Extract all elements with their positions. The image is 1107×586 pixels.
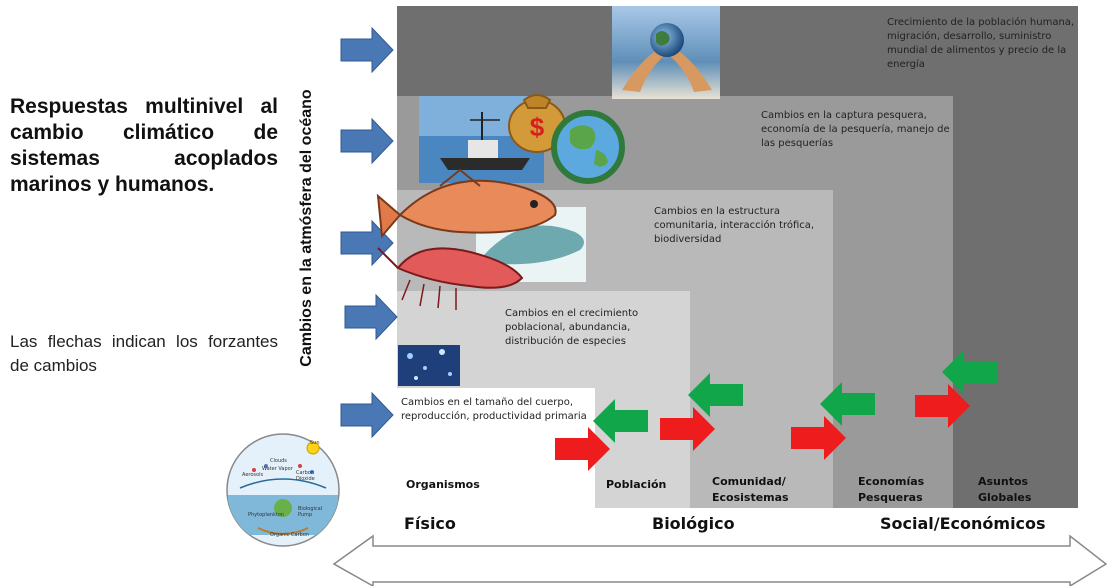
fish-icon bbox=[376, 168, 557, 239]
water-cycle-icon bbox=[226, 433, 340, 547]
hands-globe-icon bbox=[612, 6, 720, 99]
green-arrow-2 bbox=[688, 373, 743, 417]
blue-arrow-fisheries bbox=[340, 117, 394, 165]
blue-arrow-organisms bbox=[340, 391, 394, 439]
blue-arrow-global bbox=[340, 26, 394, 74]
level-organisms-text: Cambios en el tamaño del cuerpo, reprodu… bbox=[401, 397, 587, 422]
category-biological: Biológico bbox=[652, 514, 735, 533]
red-arrow-3 bbox=[791, 416, 846, 460]
blue-arrow-population bbox=[344, 293, 398, 341]
diagram-title: Respuestas multinivel al cambio climátic… bbox=[10, 95, 278, 196]
red-arrow-2 bbox=[660, 407, 715, 451]
level-community-text: Cambios en la estructura comunitaria, in… bbox=[654, 206, 815, 245]
arrows-note: Las flechas indican los forzantes de cam… bbox=[10, 332, 278, 375]
label-organisms: Organismos bbox=[406, 478, 480, 491]
label-global: Asuntos Globales bbox=[978, 475, 1032, 504]
shrimp-icon bbox=[377, 247, 524, 310]
green-arrow-1 bbox=[593, 399, 648, 443]
label-population: Población bbox=[606, 478, 667, 491]
money-bag-icon: $ bbox=[508, 94, 566, 153]
label-economies: Economías Pesqueras bbox=[858, 475, 925, 504]
green-arrow-4 bbox=[942, 350, 997, 394]
level-population-text: Cambios en el crecimiento poblacional, a… bbox=[505, 308, 639, 347]
green-arrow-3 bbox=[820, 382, 875, 426]
category-social: Social/Económicos bbox=[880, 514, 1046, 533]
plankton-icon bbox=[398, 345, 460, 386]
red-arrow-4 bbox=[915, 384, 970, 428]
svg-text:$: $ bbox=[530, 112, 545, 142]
level-fisheries-text: Cambios en la captura pesquera, economía… bbox=[761, 110, 950, 149]
category-physical: Físico bbox=[404, 514, 456, 533]
label-community: Comunidad/ Ecosistemas bbox=[712, 475, 789, 504]
level-global-text: Crecimiento de la población humana, migr… bbox=[887, 17, 1075, 70]
water-cycle-labels: Sun Clouds Water Vapor Aerosols Carbon D… bbox=[242, 440, 323, 538]
recycle-globe-icon bbox=[551, 110, 625, 184]
bottom-double-arrow bbox=[332, 534, 1107, 586]
red-arrow-1 bbox=[555, 427, 610, 471]
blue-arrow-community bbox=[340, 219, 394, 267]
